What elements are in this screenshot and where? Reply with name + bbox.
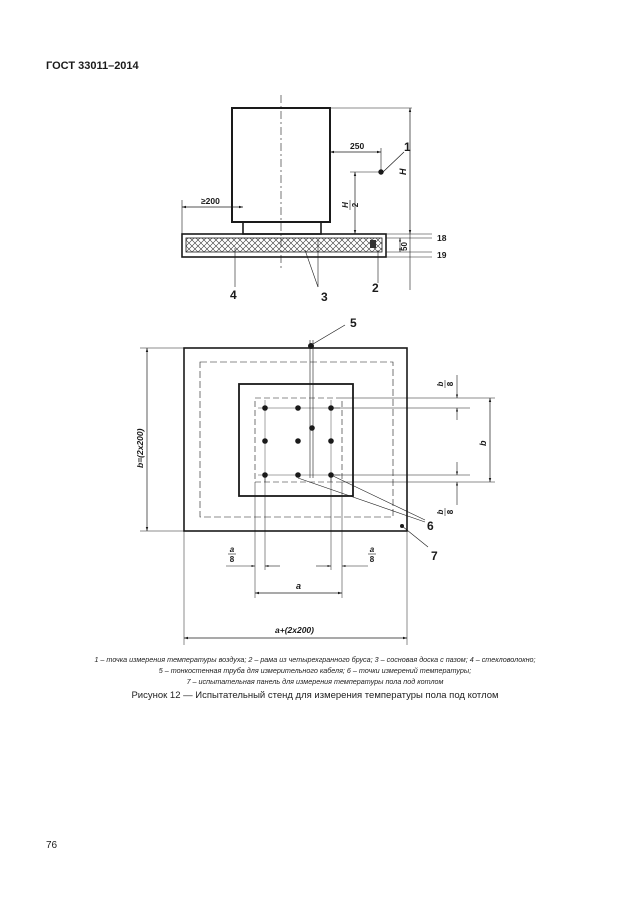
page-number: 76 xyxy=(46,840,58,851)
floor-panel-frame xyxy=(181,233,387,258)
dim-a8-left-num: a xyxy=(230,545,235,554)
dim-19: 19 xyxy=(437,250,447,260)
dim-H2-den: 2 xyxy=(351,202,360,207)
boiler-base xyxy=(242,221,322,235)
dim-18: 18 xyxy=(437,233,447,243)
label-4: 4 xyxy=(230,288,237,302)
label-6: 6 xyxy=(427,519,434,533)
label-7: 7 xyxy=(431,549,438,563)
dim-b8-bottom-num: b xyxy=(436,509,445,514)
test-panel xyxy=(238,383,354,497)
dim-b8-top-den: 8 xyxy=(446,381,455,386)
measurement-points xyxy=(262,405,404,528)
floor-panel-outline xyxy=(183,347,408,532)
legend-line-2: 5 – тонкостенная труба для измерительног… xyxy=(158,666,472,675)
dim-H2-num: H xyxy=(341,202,350,208)
label-5: 5 xyxy=(350,316,357,330)
label-1: 1 xyxy=(404,140,411,154)
dim-a8-left-den: 8 xyxy=(230,555,235,564)
legend-line-3: 7 – испытательная панель для измерения т… xyxy=(186,677,444,686)
dim-a8-right-num: a xyxy=(370,545,375,554)
legend-line-1: 1 – точка измерения температуры воздуха;… xyxy=(94,655,536,664)
figure-caption: Рисунок 12 — Испытательный стенд для изм… xyxy=(131,690,499,701)
fiberglass-layer xyxy=(185,237,383,253)
label-2: 2 xyxy=(372,281,379,295)
dim-H: H xyxy=(398,168,408,175)
document-header: ГОСТ 33011–2014 xyxy=(46,60,139,72)
label-3: 3 xyxy=(321,290,328,304)
dim-b: b xyxy=(478,440,488,446)
dim-a: a xyxy=(296,581,301,591)
dim-50: 50 xyxy=(400,242,409,251)
dim-250: 250 xyxy=(350,141,364,151)
elevation-view xyxy=(181,95,432,290)
dim-a8-right-den: 8 xyxy=(370,555,375,564)
dim-b-side: b=(2x200) xyxy=(135,428,145,468)
dim-ge200: ≥200 xyxy=(201,196,220,206)
dim-b8-bottom-den: 8 xyxy=(446,509,455,514)
dim-b8-top-num: b xyxy=(436,381,445,386)
dim-a-bottom: a+(2x200) xyxy=(275,625,314,635)
plan-view xyxy=(140,324,495,645)
